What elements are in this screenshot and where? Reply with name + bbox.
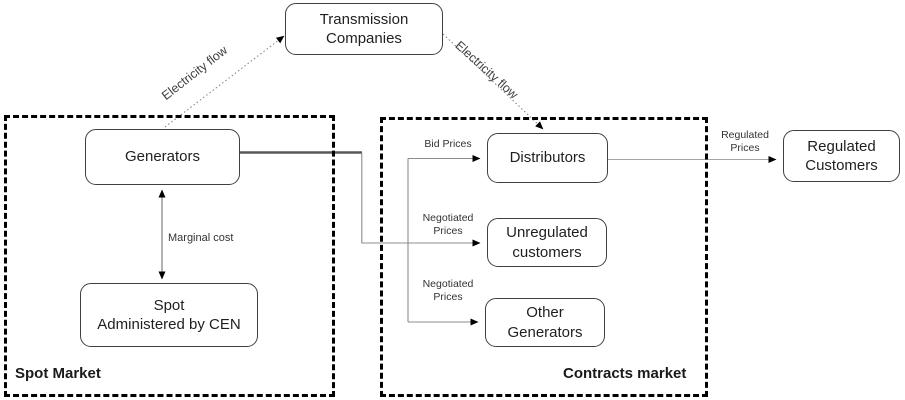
contracts-market-label: Contracts market bbox=[563, 365, 687, 382]
transmission-companies-box: Transmission Companies bbox=[285, 3, 443, 55]
negotiated-prices-label-bottom: Negotiated Prices bbox=[422, 278, 474, 304]
regulated-prices-label: Regulated Prices bbox=[721, 129, 769, 155]
spot-market-region bbox=[4, 115, 335, 397]
negotiated-prices-label-top: Negotiated Prices bbox=[422, 212, 474, 238]
arrow-generators-to-transmission bbox=[164, 35, 285, 128]
contracts-market-region bbox=[380, 117, 708, 397]
other-generators-box: Other Generators bbox=[485, 298, 605, 347]
arrow-branch-to-unregulated bbox=[361, 153, 481, 247]
unregulated-customers-box: Unregulated customers bbox=[487, 218, 607, 267]
bid-prices-label: Bid Prices bbox=[424, 138, 472, 150]
arrow-transmission-to-distributors bbox=[442, 33, 544, 130]
spot-market-label: Spot Market bbox=[15, 365, 101, 382]
distributors-box: Distributors bbox=[487, 133, 608, 183]
marginal-cost-label: Marginal cost bbox=[168, 232, 234, 244]
generators-box: Generators bbox=[85, 129, 240, 185]
regulated-customers-box: Regulated Customers bbox=[783, 130, 900, 182]
spot-administered-box: Spot Administered by CEN bbox=[80, 283, 258, 347]
